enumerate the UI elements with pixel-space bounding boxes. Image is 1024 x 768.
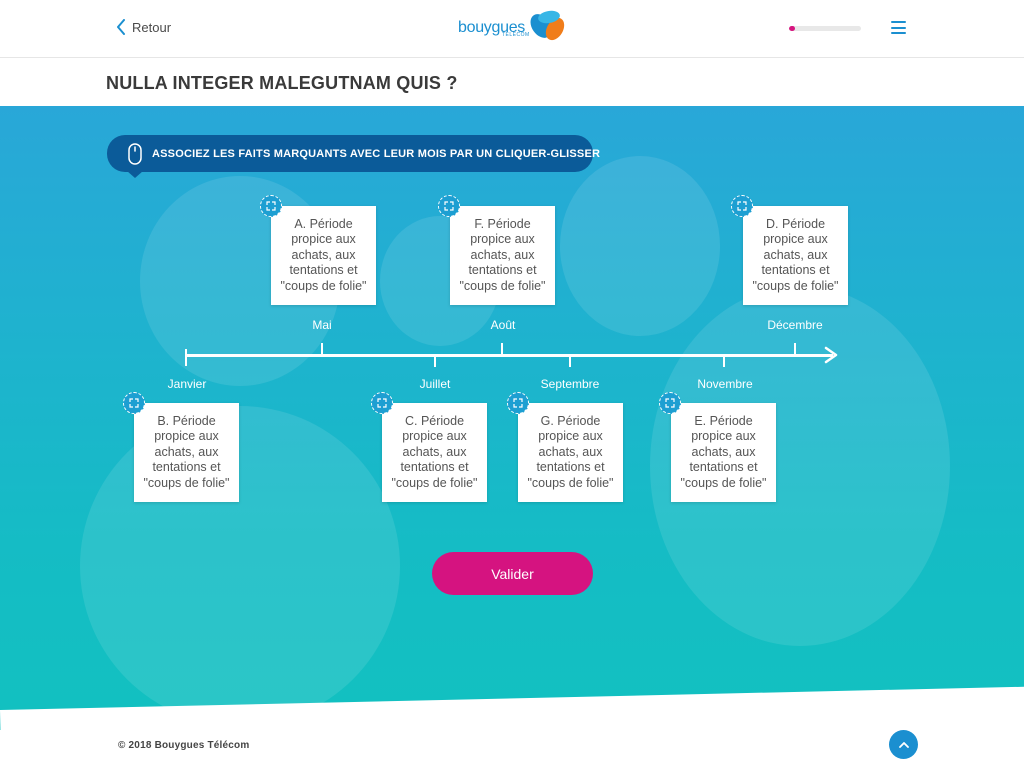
expand-card-g-button[interactable]: [507, 392, 529, 414]
draggable-card-b[interactable]: B. Période propice aux achats, aux tenta…: [134, 403, 239, 502]
instruction-banner: [107, 135, 593, 178]
copyright-text: © 2018 Bouygues Télécom: [118, 740, 250, 751]
timeline-line: [185, 354, 833, 357]
timeline-tick-novembre: [723, 356, 725, 367]
month-label-mai: Mai: [312, 318, 332, 332]
month-label-septembre: Septembre: [540, 377, 600, 391]
chevron-left-icon: [117, 19, 125, 35]
card-text: C. Période propice aux achats, aux tenta…: [391, 413, 478, 490]
validate-button[interactable]: Valider: [432, 552, 593, 595]
month-label-novembre: Novembre: [697, 377, 753, 391]
hamburger-icon-line: [891, 21, 906, 23]
draggable-card-a[interactable]: A. Période propice aux achats, aux tenta…: [271, 206, 376, 305]
expand-icon: [266, 201, 276, 211]
expand-card-e-button[interactable]: [659, 392, 681, 414]
logo-wordmark: bouygues: [458, 19, 525, 36]
month-label-aout: Août: [490, 318, 516, 332]
timeline-tick-janvier: [185, 349, 187, 366]
expand-icon: [377, 398, 387, 408]
chevron-up-icon: [898, 741, 909, 748]
expand-icon: [129, 398, 139, 408]
header: Retour bouygues TELECOM: [0, 0, 1024, 58]
expand-card-a-button[interactable]: [260, 195, 282, 217]
draggable-card-c[interactable]: C. Période propice aux achats, aux tenta…: [382, 403, 487, 502]
card-text: F. Période propice aux achats, aux tenta…: [459, 216, 546, 293]
hamburger-icon-line: [891, 26, 906, 29]
expand-card-f-button[interactable]: [438, 195, 460, 217]
card-text: E. Période propice aux achats, aux tenta…: [680, 413, 767, 490]
draggable-card-f[interactable]: F. Période propice aux achats, aux tenta…: [450, 206, 555, 305]
draggable-card-g[interactable]: G. Période propice aux achats, aux tenta…: [518, 403, 623, 502]
timeline-tick-aout: [501, 343, 503, 354]
expand-card-c-button[interactable]: [371, 392, 393, 414]
instruction-tail: [127, 171, 143, 178]
month-label-janvier: Janvier: [167, 377, 207, 391]
expand-icon: [444, 201, 454, 211]
hamburger-icon-line: [891, 32, 906, 34]
month-label-decembre: Décembre: [767, 318, 823, 332]
progress-bar: [789, 26, 861, 31]
card-text: A. Période propice aux achats, aux tenta…: [280, 216, 367, 293]
timeline-tick-mai: [321, 343, 323, 354]
arrow-right-icon: [824, 346, 838, 364]
timeline-tick-juillet: [434, 356, 436, 367]
background-photo-shape: [80, 406, 400, 726]
card-text: B. Période propice aux achats, aux tenta…: [143, 413, 230, 490]
bouygues-logo[interactable]: bouygues TELECOM: [458, 10, 567, 43]
expand-card-b-button[interactable]: [123, 392, 145, 414]
back-button[interactable]: Retour: [116, 19, 171, 35]
timeline-tick-decembre: [794, 343, 796, 354]
bouygues-bubbles-icon: [530, 10, 565, 41]
menu-button[interactable]: [891, 21, 907, 35]
card-text: D. Période propice aux achats, aux tenta…: [752, 216, 839, 293]
progress-bar-fill: [789, 26, 795, 31]
background-photo-shape: [560, 156, 720, 336]
expand-icon: [513, 398, 523, 408]
draggable-card-e[interactable]: E. Période propice aux achats, aux tenta…: [671, 403, 776, 502]
expand-icon: [665, 398, 675, 408]
exercise-area: ASSOCIEZ LES FAITS MARQUANTS AVEC LEUR M…: [0, 106, 1024, 730]
card-text: G. Période propice aux achats, aux tenta…: [527, 413, 614, 490]
footer: © 2018 Bouygues Télécom: [0, 730, 1024, 768]
logo-subtitle: TELECOM: [502, 32, 530, 38]
back-label: Retour: [132, 19, 172, 35]
page-title: NULLA INTEGER MALEGUTNAM QUIS ?: [106, 73, 458, 93]
draggable-card-d[interactable]: D. Période propice aux achats, aux tenta…: [743, 206, 848, 305]
month-label-juillet: Juillet: [419, 377, 451, 391]
instruction-text: ASSOCIEZ LES FAITS MARQUANTS AVEC LEUR M…: [152, 148, 601, 160]
expand-icon: [737, 201, 747, 211]
scroll-top-button[interactable]: [889, 730, 918, 759]
mouse-icon: [128, 143, 142, 165]
timeline-tick-septembre: [569, 356, 571, 367]
title-bar: NULLA INTEGER MALEGUTNAM QUIS ?: [0, 58, 1024, 106]
expand-card-d-button[interactable]: [731, 195, 753, 217]
